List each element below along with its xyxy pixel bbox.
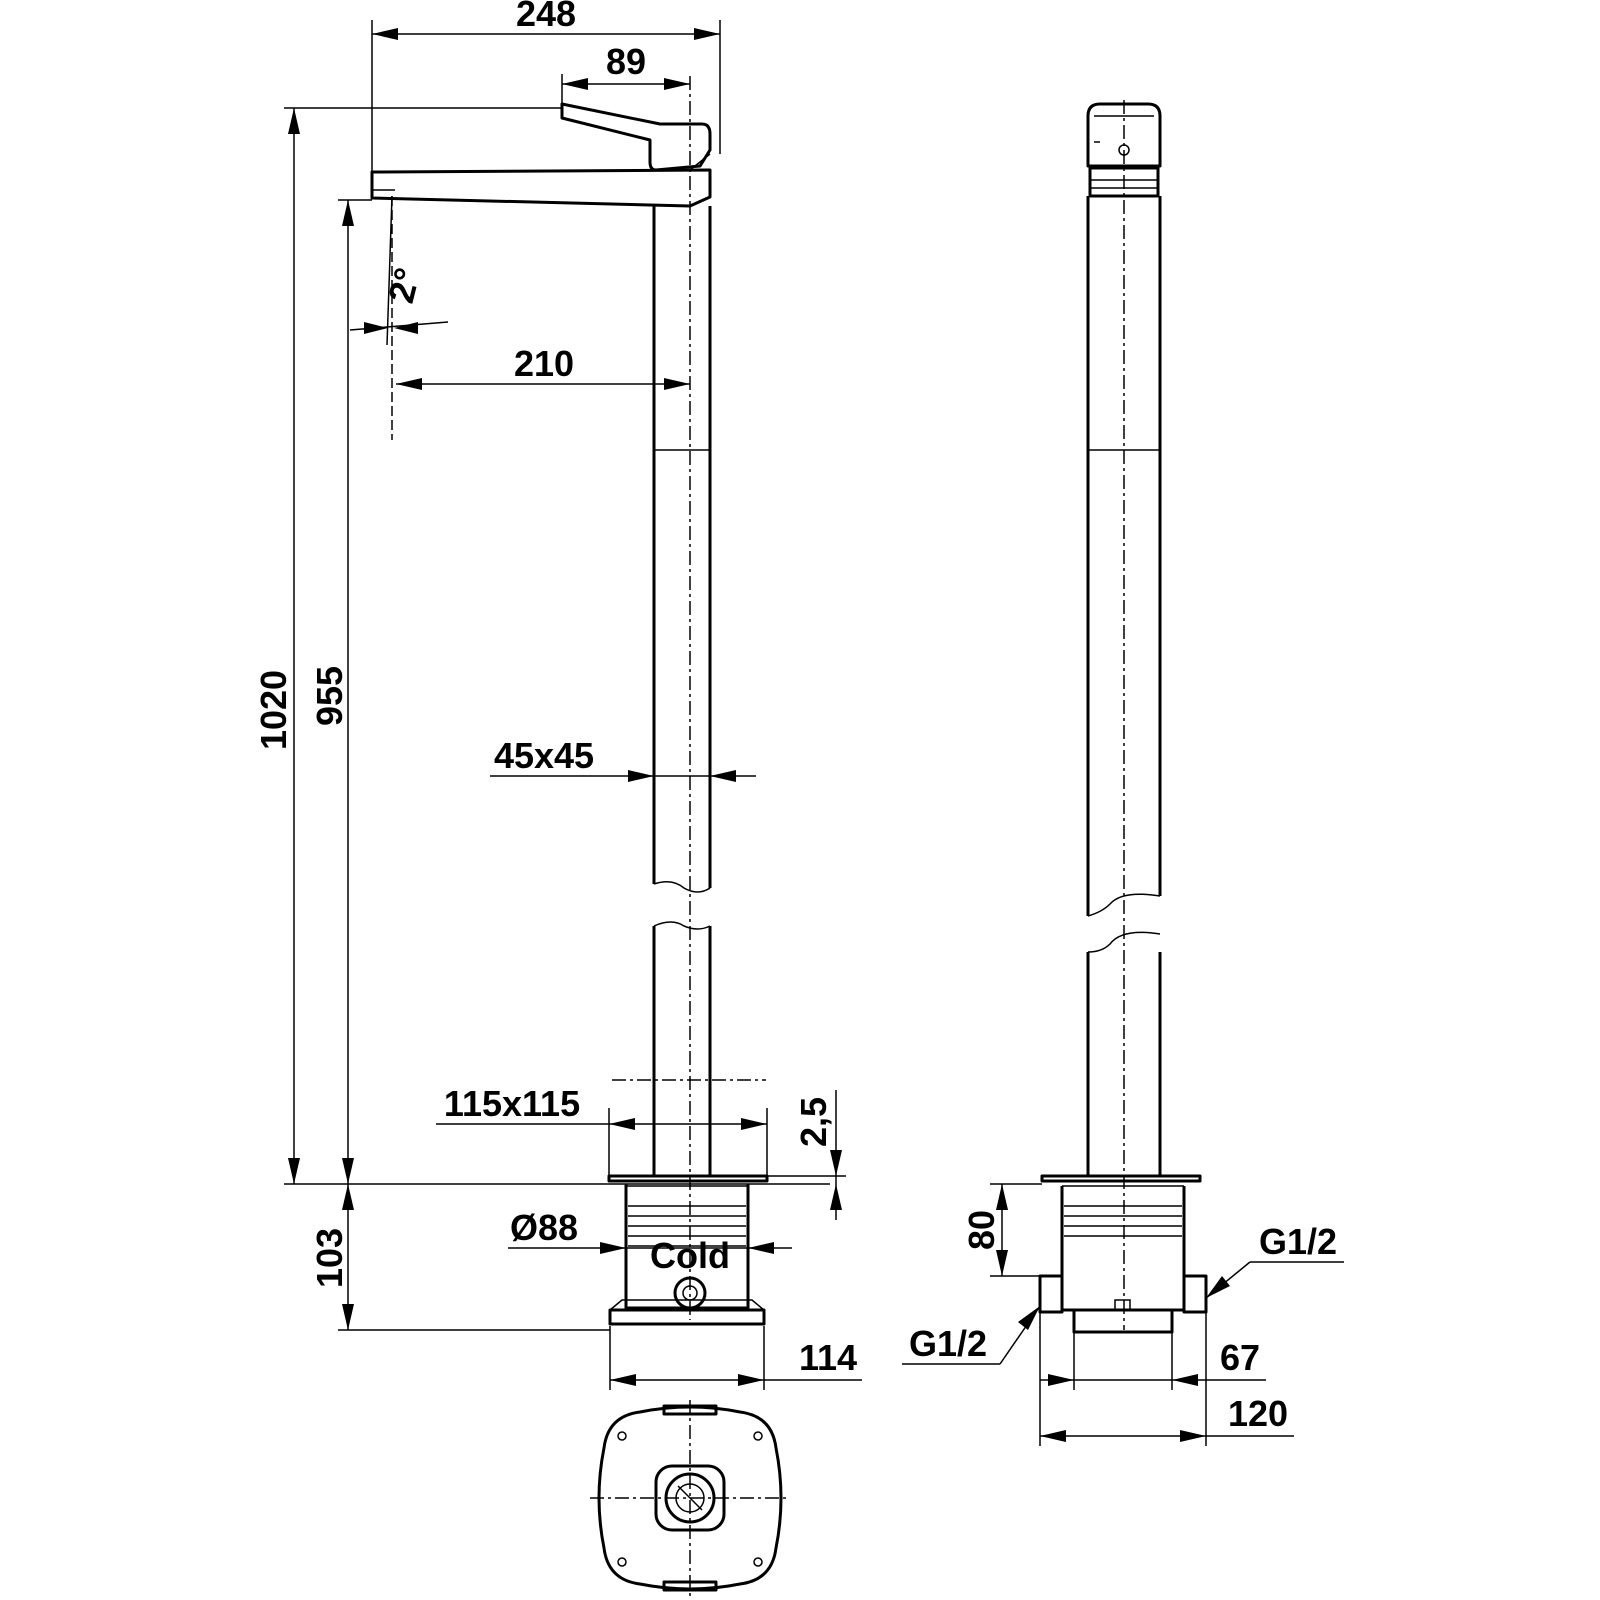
dim-diameter-88: Ø88	[508, 1207, 792, 1254]
side-column-upper	[1086, 196, 1162, 916]
break-line-top	[653, 881, 711, 893]
side-column-lower	[1086, 952, 1162, 1176]
label-g12-left: G1/2	[909, 1323, 987, 1364]
side-break-top	[1087, 893, 1161, 917]
plan-screw-bl	[617, 1557, 627, 1567]
label-89: 89	[606, 41, 646, 82]
label-2-5: 2,5	[793, 1097, 834, 1147]
label-115x115: 115x115	[444, 1083, 580, 1124]
dim-955: 955	[309, 199, 372, 1184]
upper-column	[652, 206, 712, 888]
side-mounting-box	[1038, 1185, 1208, 1334]
plan-outline	[597, 1405, 783, 1591]
leader-g12-left: G1/2	[902, 1305, 1041, 1365]
label-114: 114	[799, 1337, 857, 1378]
label-248: 248	[516, 0, 576, 34]
dim-210: 210	[396, 343, 690, 390]
mounting-box: Cold	[608, 1184, 766, 1326]
dim-114: 114	[609, 1326, 862, 1390]
label-103: 103	[309, 1228, 350, 1288]
dim-80: 80	[961, 1183, 1042, 1277]
lever-handle	[560, 102, 712, 172]
label-1020: 1020	[253, 670, 294, 750]
plan-screw-tr	[753, 1431, 763, 1441]
label-120: 120	[1228, 1393, 1288, 1434]
plan-screw-br	[753, 1557, 763, 1567]
spout	[370, 168, 712, 208]
dim-103: 103	[309, 1184, 610, 1331]
dim-120: 120	[1039, 1312, 1294, 1446]
lower-column	[652, 926, 712, 1176]
side-inlet-left	[1038, 1274, 1064, 1314]
side-break-bottom	[1087, 931, 1161, 953]
side-view	[1038, 100, 1208, 1334]
plan-view	[590, 1400, 790, 1600]
dim-248: 248	[371, 0, 721, 178]
label-45x45: 45x45	[494, 735, 594, 776]
label-955: 955	[309, 666, 350, 726]
label-67: 67	[1220, 1337, 1260, 1378]
label-80: 80	[961, 1210, 1002, 1250]
dim-2-5: 2,5	[767, 1090, 846, 1220]
break-line-bottom	[653, 921, 711, 930]
dim-45x45: 45x45	[490, 735, 756, 782]
dim-1020: 1020	[253, 107, 830, 1185]
label-2-degree: 2°	[380, 264, 428, 307]
label-g12-right: G1/2	[1259, 1221, 1337, 1262]
dim-2-degree: 2°	[349, 195, 449, 440]
side-lever	[1086, 102, 1162, 168]
side-base-plate	[1040, 1174, 1202, 1183]
dim-89: 89	[561, 41, 690, 104]
base-plate	[607, 1174, 769, 1183]
plan-screw-tl	[617, 1431, 627, 1441]
side-inlet-right	[1182, 1274, 1208, 1314]
dim-115x115: 115x115	[436, 1079, 768, 1176]
label-diameter-88: Ø88	[510, 1207, 578, 1248]
front-view: Cold	[370, 76, 769, 1326]
label-210: 210	[514, 343, 574, 384]
leader-g12-right: G1/2	[1205, 1221, 1344, 1299]
dim-67: 67	[1040, 1332, 1266, 1390]
